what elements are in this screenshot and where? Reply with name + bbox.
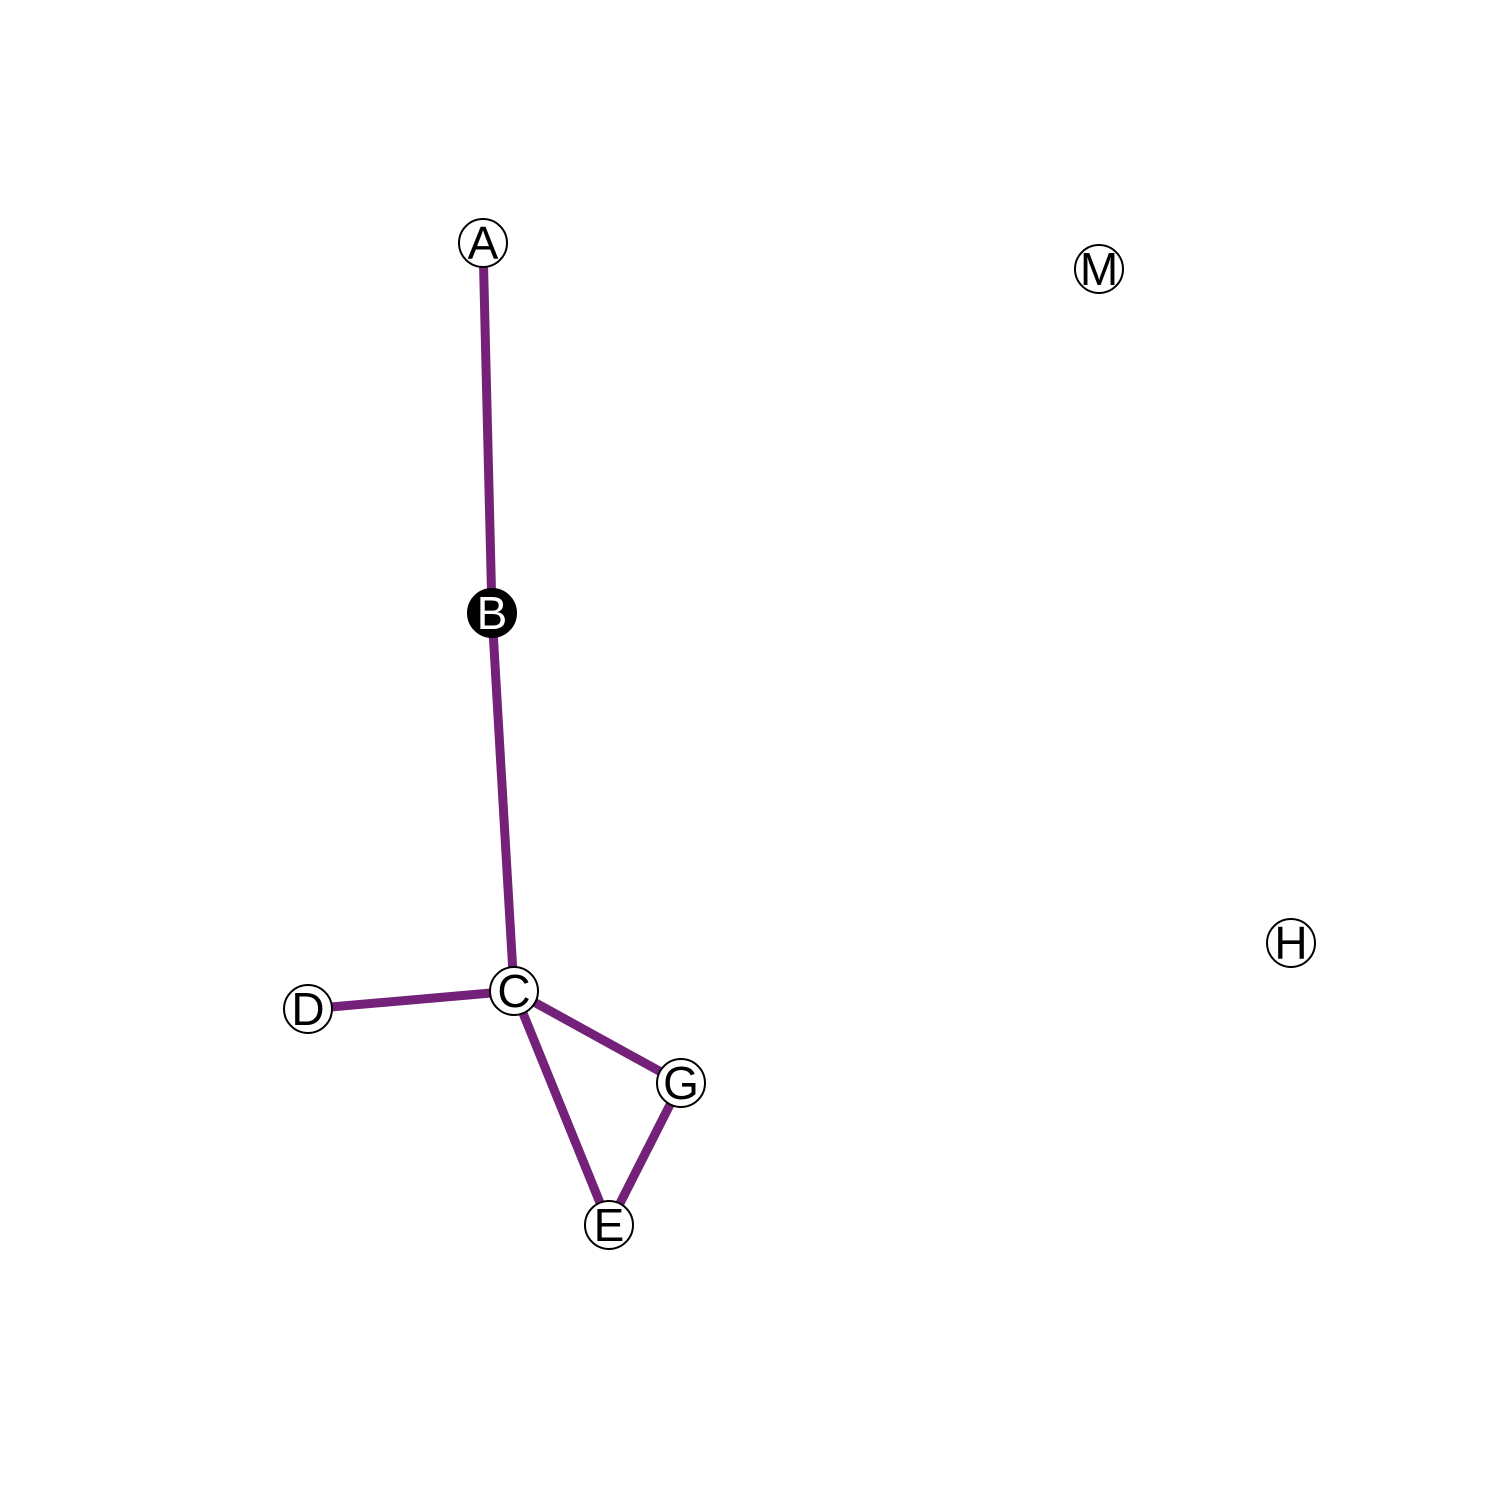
node-circle-m <box>1074 244 1124 294</box>
node-label-a: A <box>468 217 499 269</box>
node-label-e: E <box>594 1199 625 1251</box>
edge-b-c <box>487 612 519 992</box>
edge-c-g <box>511 987 684 1087</box>
node-circle-a <box>458 218 508 268</box>
node-label-d: D <box>291 983 324 1035</box>
node-a: A <box>458 217 508 269</box>
node-e: E <box>584 1199 634 1251</box>
node-label-h: H <box>1274 917 1307 969</box>
node-circle-b <box>467 588 517 638</box>
node-label-c: C <box>497 965 530 1017</box>
node-circle-e <box>584 1200 634 1250</box>
edge-c-e <box>509 989 614 1227</box>
node-b: B <box>467 587 517 639</box>
node-c: C <box>489 965 539 1017</box>
node-circle-d <box>283 984 333 1034</box>
node-d: D <box>283 983 333 1035</box>
node-circle-g <box>656 1058 706 1108</box>
node-label-m: M <box>1080 243 1118 295</box>
node-circle-c <box>489 966 539 1016</box>
nodes-layer: A B C D E G M H <box>283 217 1316 1251</box>
edge-a-b <box>478 242 497 614</box>
node-m: M <box>1074 243 1124 295</box>
edge-g-e <box>604 1080 686 1228</box>
edge-c-d <box>307 986 515 1014</box>
edges-layer <box>307 242 686 1228</box>
node-g: G <box>656 1057 706 1109</box>
node-label-g: G <box>663 1057 699 1109</box>
node-label-b: B <box>477 587 508 639</box>
node-circle-h <box>1266 918 1316 968</box>
node-h: H <box>1266 917 1316 969</box>
